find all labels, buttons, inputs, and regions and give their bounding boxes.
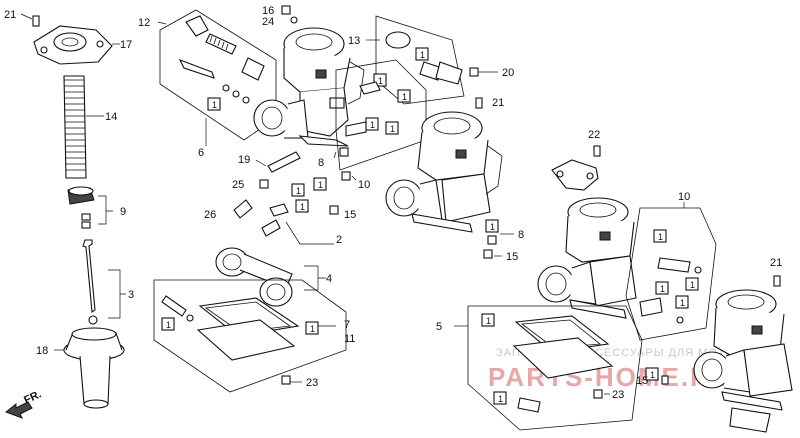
vacuum-piston-18: 18 <box>36 327 125 409</box>
bracket-22: 22 <box>551 129 601 191</box>
callout-1-box-s: 1 <box>650 370 655 380</box>
callout-1-box-o: 1 <box>660 284 665 294</box>
carburetor-3 <box>537 197 637 319</box>
callout-3: 3 <box>128 289 134 301</box>
callout-1-box-m: 1 <box>658 232 663 242</box>
callout-16: 16 <box>262 5 274 17</box>
callout-10-a: 10 <box>358 179 370 191</box>
callout-8-b: 8 <box>518 229 524 241</box>
callout-1-box-g: 1 <box>420 50 425 60</box>
parts-8-15-right: 1 8 15 <box>483 219 524 263</box>
callout-8-a: 8 <box>318 157 324 169</box>
carburetor-1 <box>253 27 365 147</box>
group-2: 1 1 1 2 <box>261 177 342 246</box>
front-label: FR. <box>22 388 43 406</box>
callout-1-box-d: 1 <box>300 202 305 212</box>
intake-joints-4: 4 <box>215 247 332 307</box>
callout-24: 24 <box>262 16 274 28</box>
callout-23-b: 23 <box>612 389 624 401</box>
callout-18: 18 <box>36 345 48 357</box>
callout-19: 19 <box>238 154 250 166</box>
callout-21-right: 21 <box>770 257 782 269</box>
callout-13: 13 <box>348 35 360 47</box>
group-10-right: 10 1 1 1 1 <box>625 191 717 341</box>
callout-17: 17 <box>120 39 132 51</box>
parts-16-24: 16 24 <box>262 5 298 28</box>
callout-2: 2 <box>336 234 342 246</box>
jet-needle-3: 3 <box>82 239 134 325</box>
callout-1-box-b: 1 <box>296 186 301 196</box>
callout-1-box-n: 1 <box>690 280 695 290</box>
spring-14: 14 <box>63 75 117 179</box>
callout-15-c: 15 <box>636 375 648 387</box>
parts-15-lower: 1 15 <box>636 367 669 387</box>
callout-22: 22 <box>588 129 600 141</box>
callout-23: 23 <box>306 377 318 389</box>
callout-4: 4 <box>326 273 332 285</box>
callout-11: 11 <box>344 333 355 345</box>
callout-1-box-p: 1 <box>680 298 685 308</box>
callout-7: 7 <box>344 319 350 331</box>
top-cover-17: 17 <box>33 25 132 65</box>
callout-1-box-q: 1 <box>486 316 491 326</box>
screw-21-right: 21 <box>770 257 782 287</box>
parts-19-25-26: 19 25 26 <box>204 151 301 221</box>
callout-25: 25 <box>232 179 244 191</box>
retainer-9: 9 <box>67 186 126 229</box>
callout-12: 12 <box>138 17 150 29</box>
callout-15-a: 15 <box>344 209 356 221</box>
callout-15-b: 15 <box>506 251 518 263</box>
callout-21: 21 <box>4 9 16 21</box>
callout-1-box-j: 1 <box>370 120 375 130</box>
group-5: 5 1 1 23 <box>436 305 643 431</box>
group-8-10-middle: 1 1 1 1 8 10 <box>318 59 427 191</box>
front-direction-marker: FR. <box>5 388 43 419</box>
callout-9: 9 <box>120 206 126 218</box>
callout-1-box-e: 1 <box>166 320 171 330</box>
carburetor-2 <box>385 111 503 233</box>
callout-1-box-l: 1 <box>490 222 495 232</box>
callout-6: 6 <box>198 147 204 159</box>
callout-21-mid: 21 <box>492 97 504 109</box>
group-7-11: 1 1 7 11 23 <box>153 279 355 393</box>
callout-1-box-h: 1 <box>378 76 383 86</box>
callout-10-b: 10 <box>678 191 690 203</box>
callout-20: 20 <box>502 67 514 79</box>
callout-1-box-f: 1 <box>310 324 315 334</box>
group-13: 13 1 20 <box>348 15 514 105</box>
screw-15-center: 15 <box>329 205 356 221</box>
screw-21-mid: 21 <box>475 97 504 109</box>
callout-1-box-i: 1 <box>402 92 407 102</box>
callout-5: 5 <box>436 321 442 333</box>
callout-1-box-c: 1 <box>318 180 323 190</box>
callout-1-box-k: 1 <box>390 124 395 134</box>
callout-1-box-r: 1 <box>498 394 503 404</box>
callout-14: 14 <box>105 111 117 123</box>
screw-21-topleft: 21 <box>4 9 40 27</box>
callout-1-box-a: 1 <box>212 100 217 110</box>
callout-26: 26 <box>204 209 216 221</box>
carburetor-4 <box>693 289 793 433</box>
group-6-12: 12 1 6 <box>138 9 277 159</box>
front-arrow-icon <box>5 401 33 419</box>
